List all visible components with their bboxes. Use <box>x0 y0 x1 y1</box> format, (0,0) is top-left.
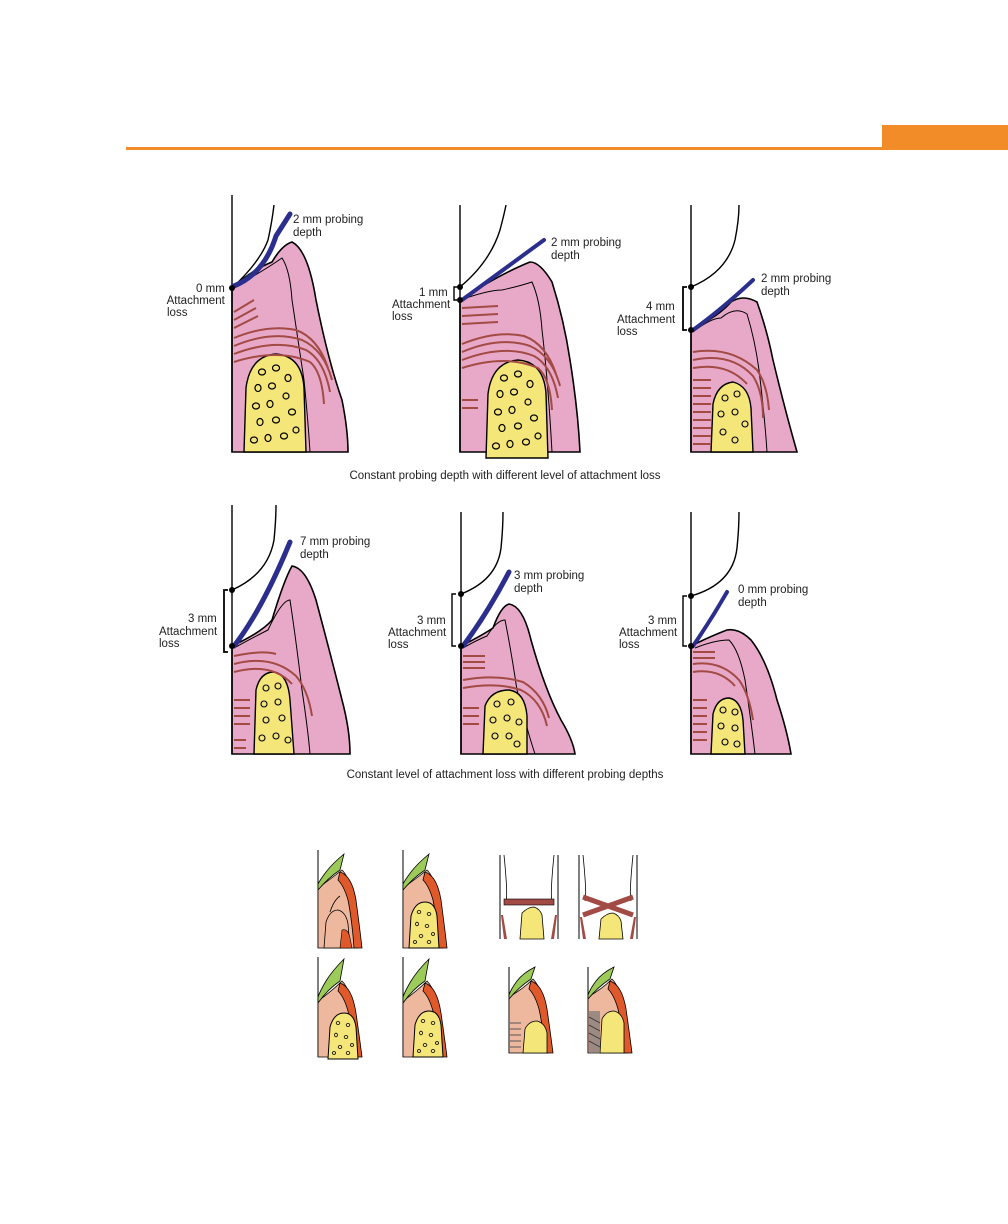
row2-p3-bracket <box>683 596 687 646</box>
row2-caption: Constant level of attachment loss with d… <box>347 769 664 781</box>
row1-caption: Constant probing depth with different le… <box>349 470 660 482</box>
small-diagram-4 <box>579 855 637 939</box>
row2-p2-probe-label: 3 mm probing depth <box>514 570 588 595</box>
small-diagram-6 <box>403 957 447 1057</box>
row1-p3-bracket <box>683 287 687 330</box>
row1-p3-loss-label: 4 mm Attachment loss <box>617 301 678 338</box>
row2-p1-loss-label: 3 mm Attachment loss <box>159 613 220 650</box>
row2-p1-bracket <box>224 590 228 652</box>
row2-panel-3 <box>688 512 791 754</box>
row1-panel-1 <box>229 195 348 452</box>
row1-p2-loss-label: 1 mm Attachment loss <box>392 287 453 323</box>
row2-p2-loss-label: 3 mm Attachment loss <box>388 615 449 651</box>
small-diagram-3 <box>500 855 558 939</box>
small-diagram-8 <box>588 967 632 1053</box>
row2-p3-loss-label: 3 mm Attachment loss <box>619 615 680 651</box>
row2-p3-probe-label: 0 mm probing depth <box>738 584 812 609</box>
small-diagram-1 <box>318 850 362 948</box>
row1-panel-3 <box>688 205 797 452</box>
small-diagram-5 <box>318 957 362 1059</box>
small-diagram-7 <box>509 967 553 1053</box>
row1-p3-probe-label: 2 mm probing depth <box>761 273 835 298</box>
row2-p1-probe-label: 7 mm probing depth <box>300 536 374 561</box>
small-diagram-2 <box>403 850 447 948</box>
row1-p2-probe-label: 2 mm probing depth <box>551 237 625 262</box>
row1-p1-loss-label: 0 mm Attachment loss <box>167 283 228 319</box>
row1-p2-bracket <box>454 287 457 300</box>
row2-p2-bracket <box>452 594 456 646</box>
row2-panel-2 <box>458 512 575 754</box>
row1-p1-probe-label: 2 mm probing depth <box>293 214 367 239</box>
